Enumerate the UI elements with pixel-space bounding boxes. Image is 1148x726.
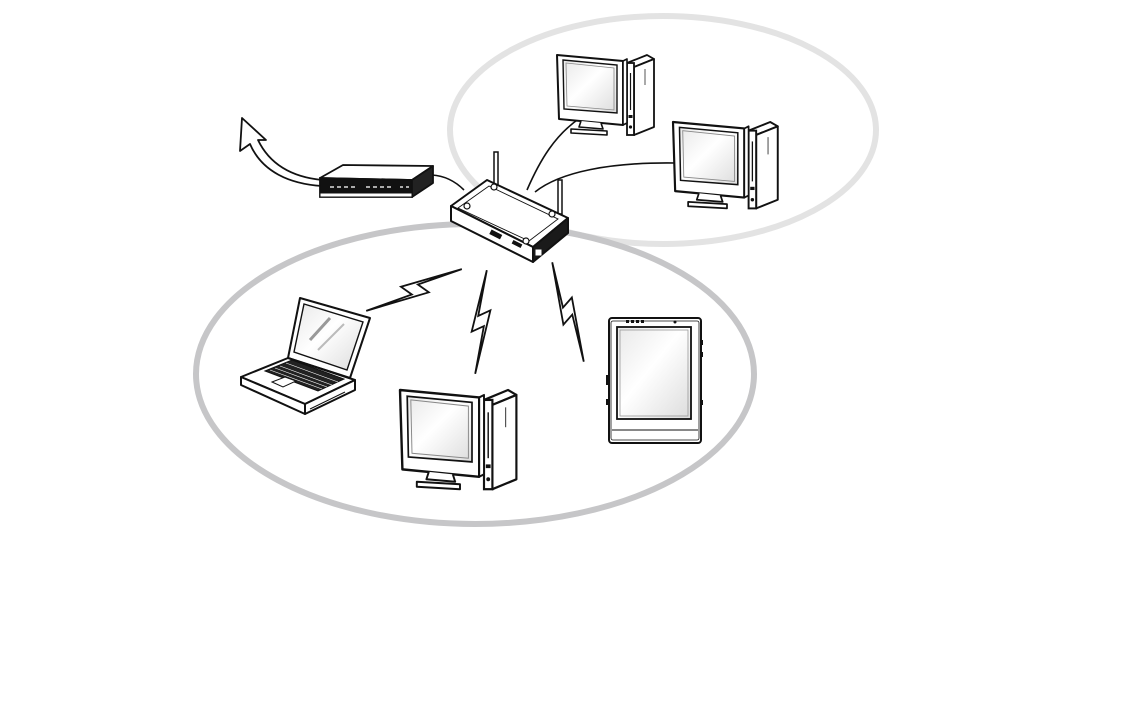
- cable-router-desktop-2: [535, 163, 676, 192]
- wireless-signal-laptop: [364, 258, 464, 323]
- wireless-signal-tablet: [540, 260, 596, 363]
- tablet-pc-icon: [606, 318, 703, 443]
- desktop-computer-icon: [400, 390, 516, 489]
- wired-desktop-1: [557, 55, 654, 135]
- desktop-computer-icon: [557, 55, 654, 135]
- internet-arrow-icon: [240, 118, 322, 186]
- wired-desktop-2: [673, 122, 778, 208]
- modem-icon: [320, 165, 433, 197]
- laptop-icon: [241, 298, 370, 414]
- wireless-desktop: [400, 390, 516, 489]
- cable-modem-router: [432, 175, 464, 190]
- desktop-computer-icon: [673, 122, 778, 208]
- wireless-router-icon: [451, 152, 568, 262]
- wireless-signal-desktop: [470, 270, 492, 375]
